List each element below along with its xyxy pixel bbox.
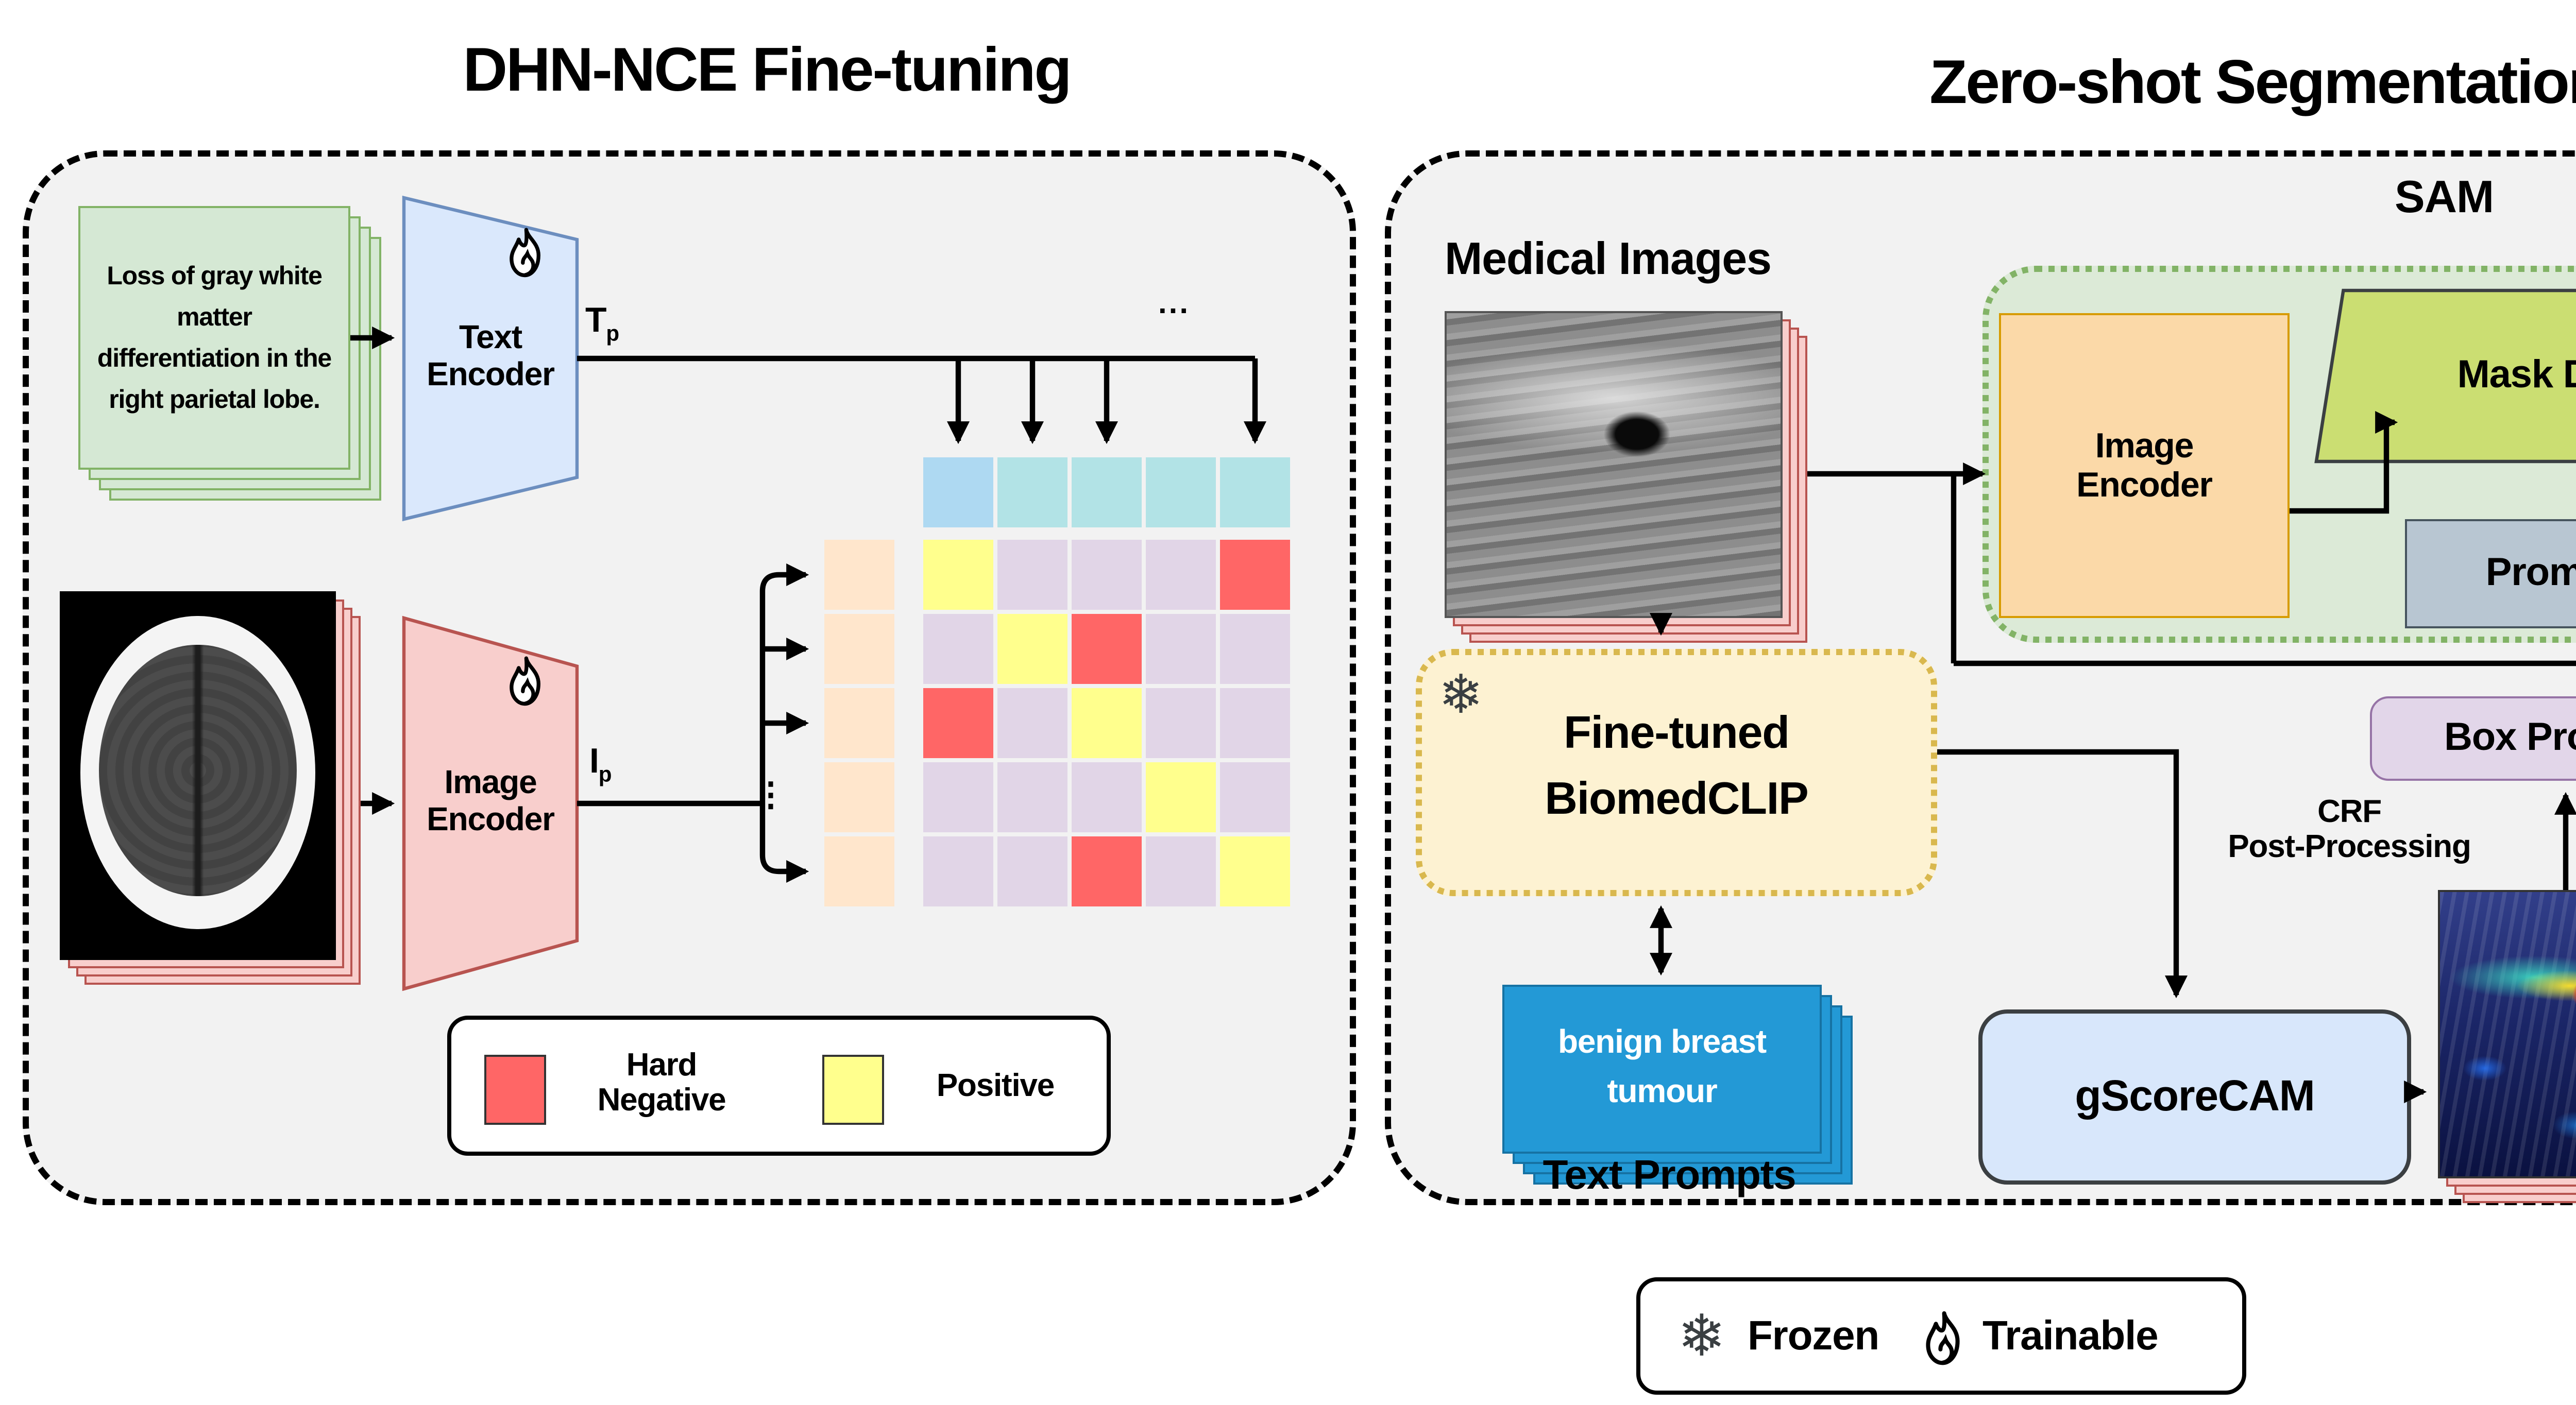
flame-icon: [503, 227, 548, 280]
ct-brain: [99, 644, 296, 896]
matrix-cell: [923, 614, 993, 684]
image-embedding-column: [824, 540, 894, 906]
matrix-cell: [1072, 540, 1142, 610]
medical-image-stack: [1445, 311, 1807, 643]
snowflake-icon: ❄: [1438, 663, 1483, 725]
ip-label: Ip: [589, 742, 612, 788]
mask-decoder-label: Mask Decoder: [2457, 354, 2576, 398]
matrix-cell: [923, 457, 993, 527]
matrix-cell: [1220, 836, 1290, 906]
frozen-label: Frozen: [1748, 1314, 1879, 1360]
biomedclip-label-line1: Fine-tuned: [1564, 707, 1790, 758]
prompt-encoder: Prompt Encoder: [2405, 519, 2576, 628]
text-encoder-block: Text Encoder: [404, 198, 577, 519]
matrix-legend: Hard Negative Positive: [447, 1016, 1111, 1156]
sam-label: SAM: [2395, 171, 2494, 222]
matrix-cell: [997, 762, 1067, 832]
flame-icon: [503, 655, 548, 709]
crf-label: CRF Post-Processing: [2143, 795, 2555, 867]
ct-brain-image: [60, 591, 336, 960]
saliency-map-stack: [2438, 890, 2576, 1203]
tp-label: Tp: [585, 301, 619, 347]
matrix-cell: [923, 762, 993, 832]
matrix-cell: [1220, 688, 1290, 758]
hard-negative-swatch: [484, 1055, 546, 1125]
hard-negative-label: Hard Negative: [597, 1049, 726, 1120]
text-encoder-shape: [404, 198, 577, 519]
positive-swatch: [822, 1055, 884, 1125]
box-prompts-block: Box Prompts: [2370, 696, 2576, 781]
left-section-title: DHN-NCE Fine-tuning: [463, 37, 1072, 105]
matrix-cell: [1072, 688, 1142, 758]
crf-line2: Post-Processing: [2228, 831, 2471, 866]
matrix-cell: [1146, 762, 1216, 832]
ultrasound-image: [1445, 311, 1783, 618]
matrix-cell: [824, 614, 894, 684]
matrix-cell: [824, 836, 894, 906]
matrix-cell: [1146, 457, 1216, 527]
similarity-matrix: [923, 540, 1290, 906]
matrix-cell: [1072, 836, 1142, 906]
mask-decoder-block: Mask Decoder: [2316, 290, 2576, 461]
matrix-cell: [1072, 762, 1142, 832]
text-prompt-card: benign breast tumour: [1502, 985, 1822, 1154]
matrix-cell: [923, 540, 993, 610]
matrix-cell: [1220, 457, 1290, 527]
frozen-trainable-legend: ❄ Frozen Trainable: [1636, 1277, 2246, 1395]
matrix-cell: [1220, 614, 1290, 684]
snowflake-icon: ❄: [1677, 1304, 1726, 1368]
gscorecam-block: gScoreCAM: [1978, 1009, 2411, 1185]
matrix-cell: [923, 836, 993, 906]
matrix-cell: [997, 836, 1067, 906]
biomedclip-block: ❄ Fine-tuned BiomedCLIP: [1416, 649, 1937, 896]
ellipsis-vertical: ⋮: [754, 779, 787, 814]
matrix-cell: [997, 614, 1067, 684]
text-embedding-row: [923, 457, 1290, 527]
saliency-map-image: [2438, 890, 2576, 1178]
matrix-cell: [997, 540, 1067, 610]
flame-icon: [1919, 1308, 1968, 1370]
matrix-cell: [824, 762, 894, 832]
middle-section-title: Zero-shot Segmentation: [1929, 49, 2576, 117]
matrix-cell: [997, 688, 1067, 758]
trainable-label: Trainable: [1982, 1314, 2159, 1360]
matrix-cell: [997, 457, 1067, 527]
matrix-cell: [923, 688, 993, 758]
medical-images-label: Medical Images: [1445, 233, 1772, 284]
positive-label: Positive: [936, 1069, 1055, 1104]
matrix-cell: [824, 688, 894, 758]
matrix-cell: [1072, 457, 1142, 527]
matrix-cell: [1146, 836, 1216, 906]
matrix-cell: [1146, 614, 1216, 684]
image-encoder-shape: [404, 618, 577, 989]
report-card-text: Loss of gray white matter differentiatio…: [78, 206, 350, 470]
image-encoder-block: Image Encoder: [404, 618, 577, 989]
ct-image-stack: [60, 591, 361, 985]
report-card-stack: Loss of gray white matter differentiatio…: [78, 206, 381, 501]
text-prompt-stack: benign breast tumour: [1502, 985, 1853, 1185]
ellipsis-horizontal: ...: [1158, 286, 1191, 321]
sam-image-encoder: Image Encoder: [1999, 313, 2290, 618]
matrix-cell: [1146, 688, 1216, 758]
text-encoder-label: Text Encoder: [427, 321, 555, 393]
matrix-cell: [1220, 762, 1290, 832]
crf-line1: CRF: [2317, 795, 2382, 830]
image-encoder-label: Image Encoder: [427, 766, 555, 838]
text-prompts-label: Text Prompts: [1543, 1154, 1797, 1199]
matrix-cell: [1220, 540, 1290, 610]
matrix-cell: [1146, 540, 1216, 610]
matrix-cell: [824, 540, 894, 610]
biomedclip-label-line2: BiomedCLIP: [1545, 773, 1808, 824]
matrix-cell: [1072, 614, 1142, 684]
